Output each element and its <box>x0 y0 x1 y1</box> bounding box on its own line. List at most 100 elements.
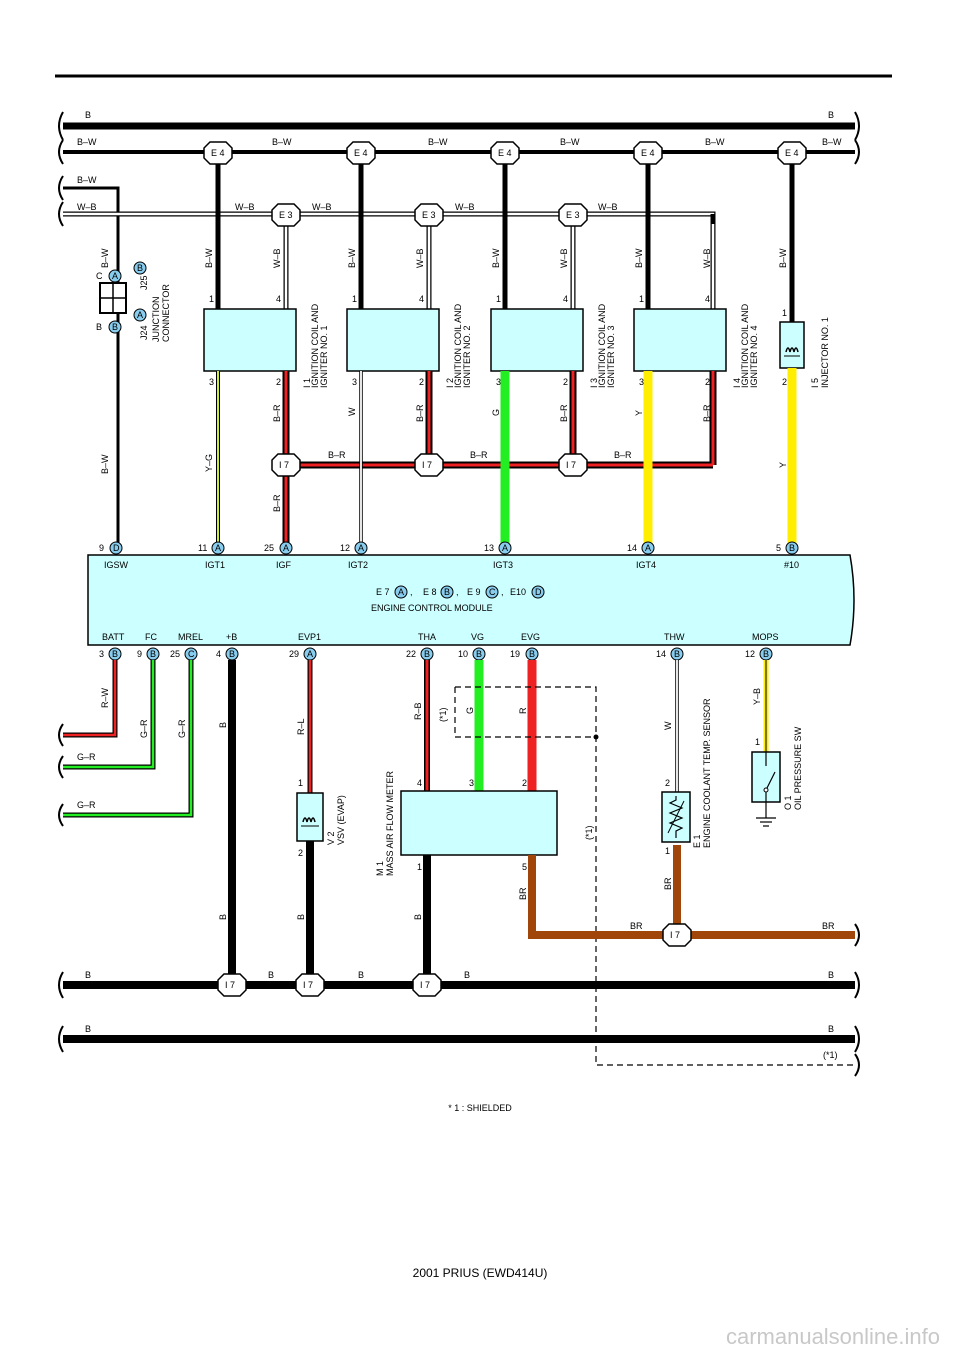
component-name: IGNITION COIL AND <box>310 303 320 388</box>
wire-label: B <box>413 914 423 920</box>
component-id: I 2 <box>445 378 455 388</box>
ecm-terminal: MOPS <box>752 632 779 642</box>
wire-label: B <box>296 914 306 920</box>
wire-bw-left <box>58 175 120 545</box>
wire-label: B <box>218 914 228 920</box>
wire-label: B–W <box>77 137 97 147</box>
wire-gr-mrel <box>58 660 194 827</box>
wire-br-bus <box>282 371 717 545</box>
oil-pressure-switch <box>751 751 781 827</box>
bw-drops <box>215 152 795 322</box>
pin-number: 14 <box>627 543 637 553</box>
mass-air-flow-meter <box>400 790 558 856</box>
connector-letter: A <box>358 543 364 553</box>
ecm-terminal: IGT1 <box>205 560 225 570</box>
pin-number: 2 <box>782 377 787 387</box>
ecm-terminal: MREL <box>178 632 203 642</box>
wire-label: R–L <box>296 718 306 735</box>
pin-number: 10 <box>458 649 468 659</box>
pin-number: 12 <box>745 649 755 659</box>
wire-label: G–R <box>77 752 96 762</box>
pin-number: 2 <box>705 377 710 387</box>
wire-label: G <box>491 409 501 416</box>
pin-number: 14 <box>656 649 666 659</box>
splice-label: I 7 <box>420 980 430 990</box>
pin-number: 4 <box>276 294 281 304</box>
wb-drops <box>283 214 716 310</box>
wire-label: B–R <box>614 450 632 460</box>
splice-label: E 4 <box>211 148 225 158</box>
splice-i7-top <box>271 453 588 477</box>
pin-number: 3 <box>496 377 501 387</box>
splice-label: E 4 <box>641 148 655 158</box>
shield-end-break <box>854 1053 860 1077</box>
wire-label: R–B <box>413 702 423 720</box>
separator: , <box>456 587 459 597</box>
pin-number: 3 <box>639 377 644 387</box>
connector-letter: B <box>789 543 795 553</box>
pin-number: 29 <box>289 649 299 659</box>
wire-label: G–R <box>177 719 187 738</box>
junction-connector <box>99 261 147 334</box>
connector-badge <box>394 585 408 599</box>
wire-label: B–R <box>272 404 282 422</box>
wire-label: B–W <box>705 137 725 147</box>
junction-id: J24 <box>139 325 149 340</box>
ecm-title: ENGINE CONTROL MODULE <box>371 603 493 613</box>
wire-label: G–R <box>77 800 96 810</box>
wire-label: B <box>828 970 834 980</box>
wire-label: Y–B <box>752 688 762 705</box>
pin-letter: C <box>96 271 103 281</box>
shield-junction <box>593 734 599 740</box>
ecm-terminal: THA <box>418 632 436 642</box>
pin-number: 25 <box>264 543 274 553</box>
pin-number: 19 <box>510 649 520 659</box>
wire-label: B <box>218 722 228 728</box>
component-name: IGNITER NO. 3 <box>606 325 616 388</box>
splice-label: E 3 <box>566 210 580 220</box>
component-name: IGNITER NO. 1 <box>319 325 329 388</box>
ecm-terminal: EVG <box>521 632 540 642</box>
vsv-evap <box>296 792 324 842</box>
wire-label: Y <box>778 462 788 468</box>
splice-label: I 7 <box>670 930 680 940</box>
ecm-terminal: IGSW <box>104 560 129 570</box>
pin-number: 1 <box>298 778 303 788</box>
connector-letter: A <box>502 543 508 553</box>
wire-label: B <box>85 970 91 980</box>
splice-label: I 7 <box>566 460 576 470</box>
wire-label: R–W <box>100 687 110 708</box>
injector-no1 <box>779 321 805 369</box>
wire-label: R <box>518 707 528 714</box>
wire-label: W–B <box>598 202 618 212</box>
watermark: carmanualsonline.info <box>725 1324 940 1349</box>
splice-label: E 4 <box>498 148 512 158</box>
wire-label: W–B <box>702 248 712 268</box>
pin-number: 4 <box>417 778 422 788</box>
wire-label: Y <box>634 410 644 416</box>
pin-number: 2 <box>419 377 424 387</box>
connector-letter: C <box>188 649 195 659</box>
splice-label: E 3 <box>279 210 293 220</box>
connector-badge <box>531 585 545 599</box>
ecm-terminal: BATT <box>102 632 125 642</box>
ecm-terminal: FC <box>145 632 157 642</box>
connector-letter: A <box>112 271 118 281</box>
wire-label: BR <box>822 921 835 931</box>
wire-label: W–B <box>559 248 569 268</box>
ignition-coil-boxes <box>203 308 727 372</box>
wire-label: B–W <box>560 137 580 147</box>
component-id: I 4 <box>732 378 742 388</box>
ecm-connector: E 7 <box>376 587 390 597</box>
connector-letter: A <box>215 543 221 553</box>
bus-b-ground-2 <box>58 1025 860 1053</box>
splice-label: I 7 <box>225 980 235 990</box>
pin-number: 12 <box>340 543 350 553</box>
wire-label: B <box>358 970 364 980</box>
pin-number: 11 <box>198 543 207 553</box>
wire-label: B–W <box>204 248 214 268</box>
connector-letter: B <box>137 263 143 273</box>
connector-letter: B <box>424 649 430 659</box>
wire-label: BR <box>663 877 673 890</box>
connector-letter: B <box>674 649 680 659</box>
